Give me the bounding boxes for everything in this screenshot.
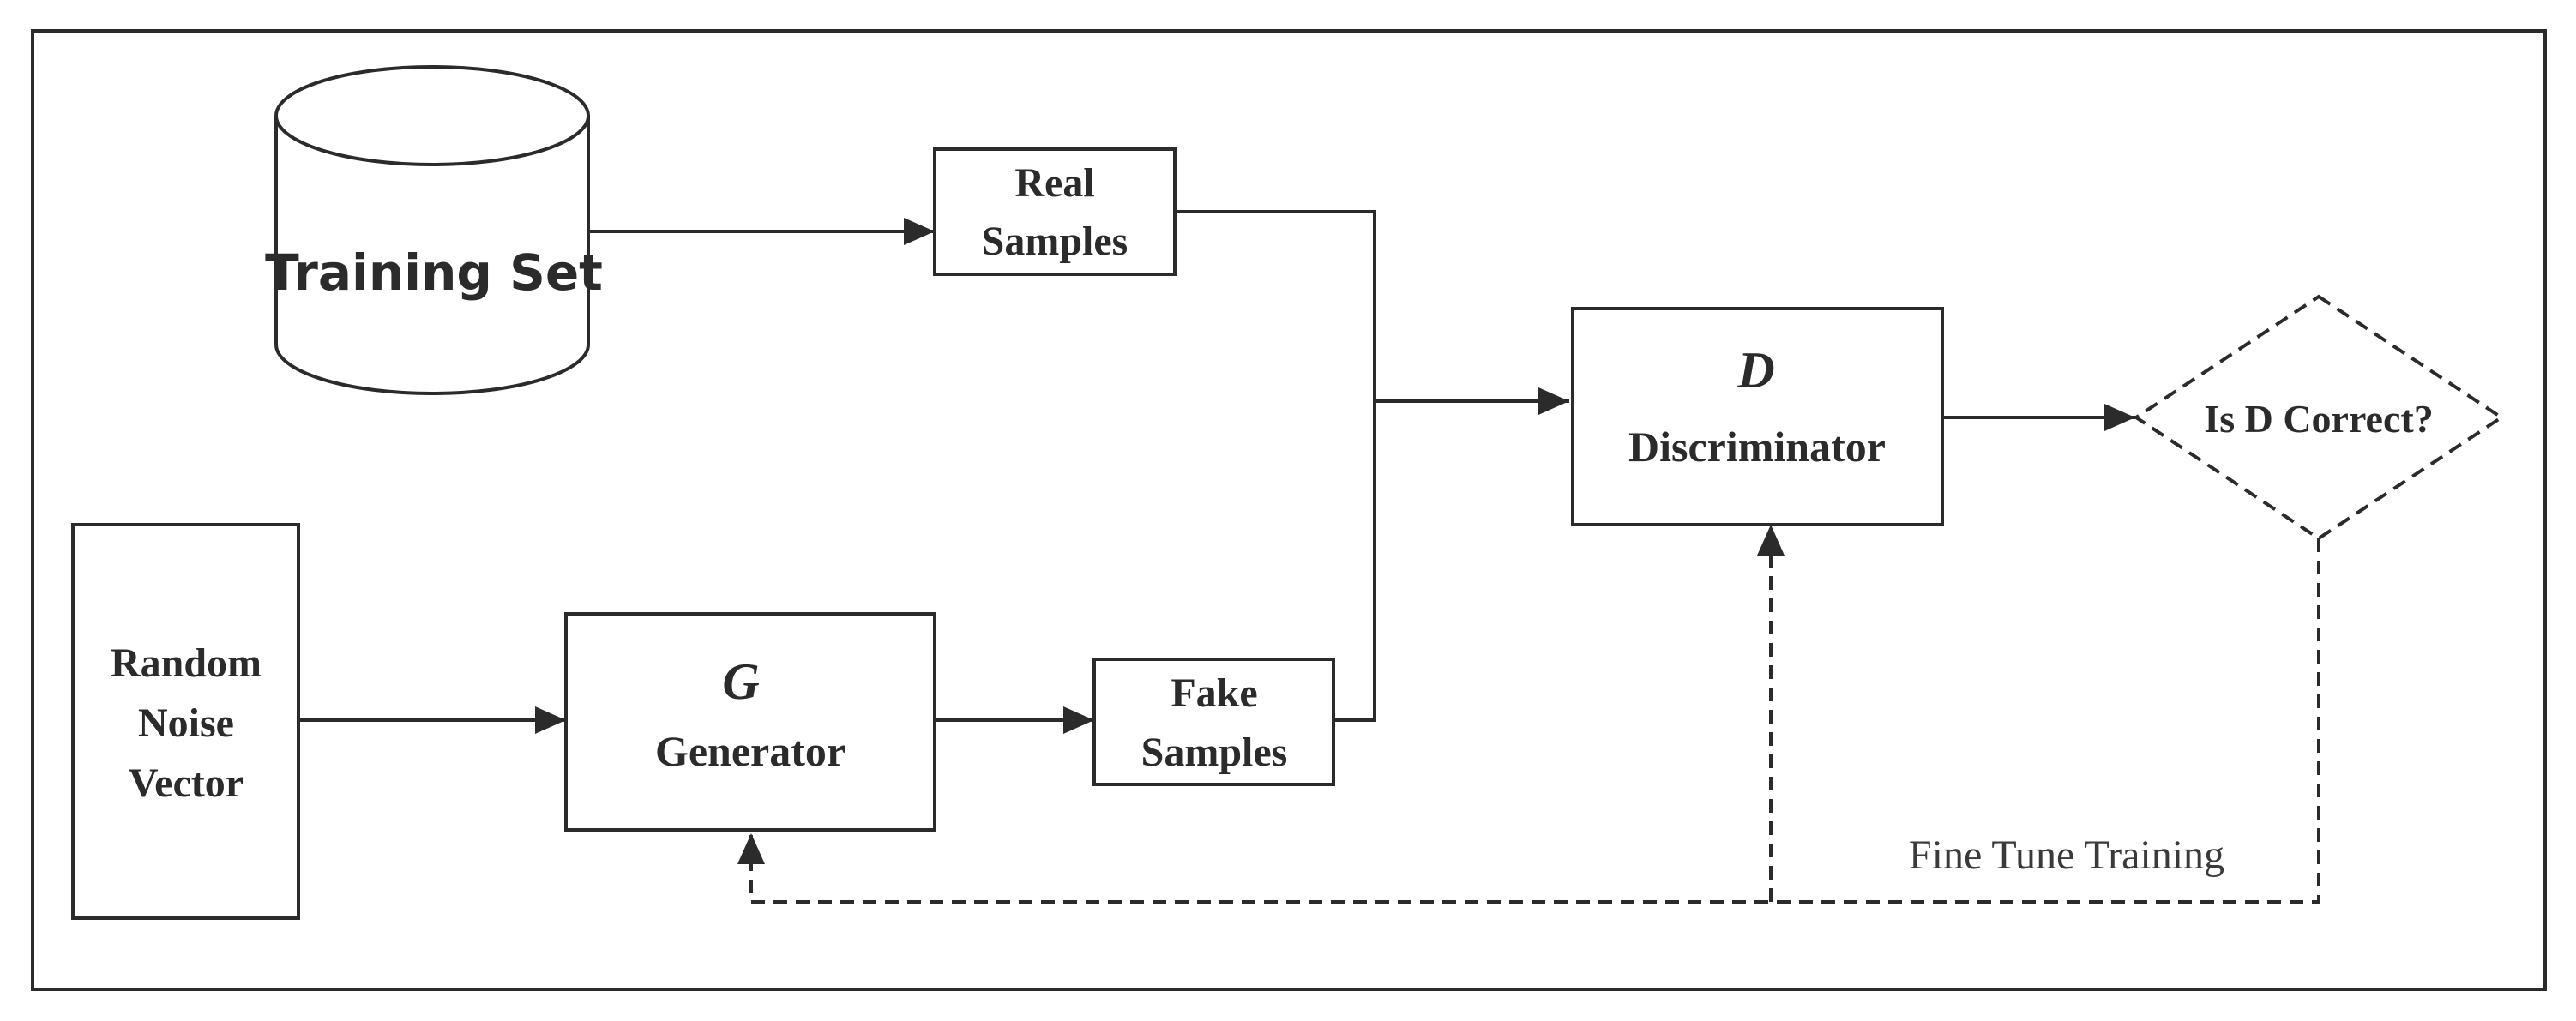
- fake-samples-label-line1: Fake: [1171, 670, 1257, 716]
- training-set-label: Training Set: [265, 243, 603, 302]
- fake-samples-node: Fake Samples: [1092, 658, 1335, 786]
- random-noise-label-line2: Noise: [138, 700, 234, 746]
- discriminator-symbol: D: [1736, 342, 1774, 399]
- real-samples-box: [933, 147, 1177, 276]
- generator-symbol: G: [722, 653, 759, 710]
- edge-fake-to-junction: [1333, 401, 1376, 722]
- real-samples-label-line2: Samples: [982, 219, 1129, 264]
- random-noise-node: Random Noise Vector: [71, 523, 300, 920]
- generator-label: Generator: [655, 727, 846, 775]
- edge-feedback-main: [737, 538, 2320, 904]
- real-samples-node: Real Samples: [933, 147, 1177, 276]
- real-samples-label-line1: Real: [1014, 160, 1094, 206]
- fake-samples-label-line2: Samples: [1141, 730, 1288, 775]
- random-noise-label-line1: Random: [111, 640, 262, 686]
- training-set-cylinder-top: [274, 65, 590, 166]
- edge-real-to-junction: [1175, 210, 1376, 401]
- random-noise-label-line3: Vector: [129, 760, 244, 806]
- decision-label: Is D Correct?: [2204, 397, 2433, 441]
- generator-box: [564, 612, 936, 832]
- fake-samples-box: [1092, 658, 1335, 786]
- feedback-label: Fine Tune Training: [1909, 832, 2224, 878]
- random-noise-box: [71, 523, 300, 920]
- discriminator-label: Discriminator: [1628, 423, 1886, 471]
- discriminator-box: [1571, 307, 1944, 526]
- training-set-node: Training Set: [265, 65, 603, 395]
- decision-node: Is D Correct?: [2133, 294, 2505, 541]
- diagram-frame: [31, 29, 2547, 991]
- discriminator-node: D Discriminator: [1571, 307, 1944, 526]
- decision-diamond: [2133, 294, 2505, 541]
- training-set-cylinder-body: [274, 116, 590, 395]
- generator-node: G Generator: [564, 612, 936, 832]
